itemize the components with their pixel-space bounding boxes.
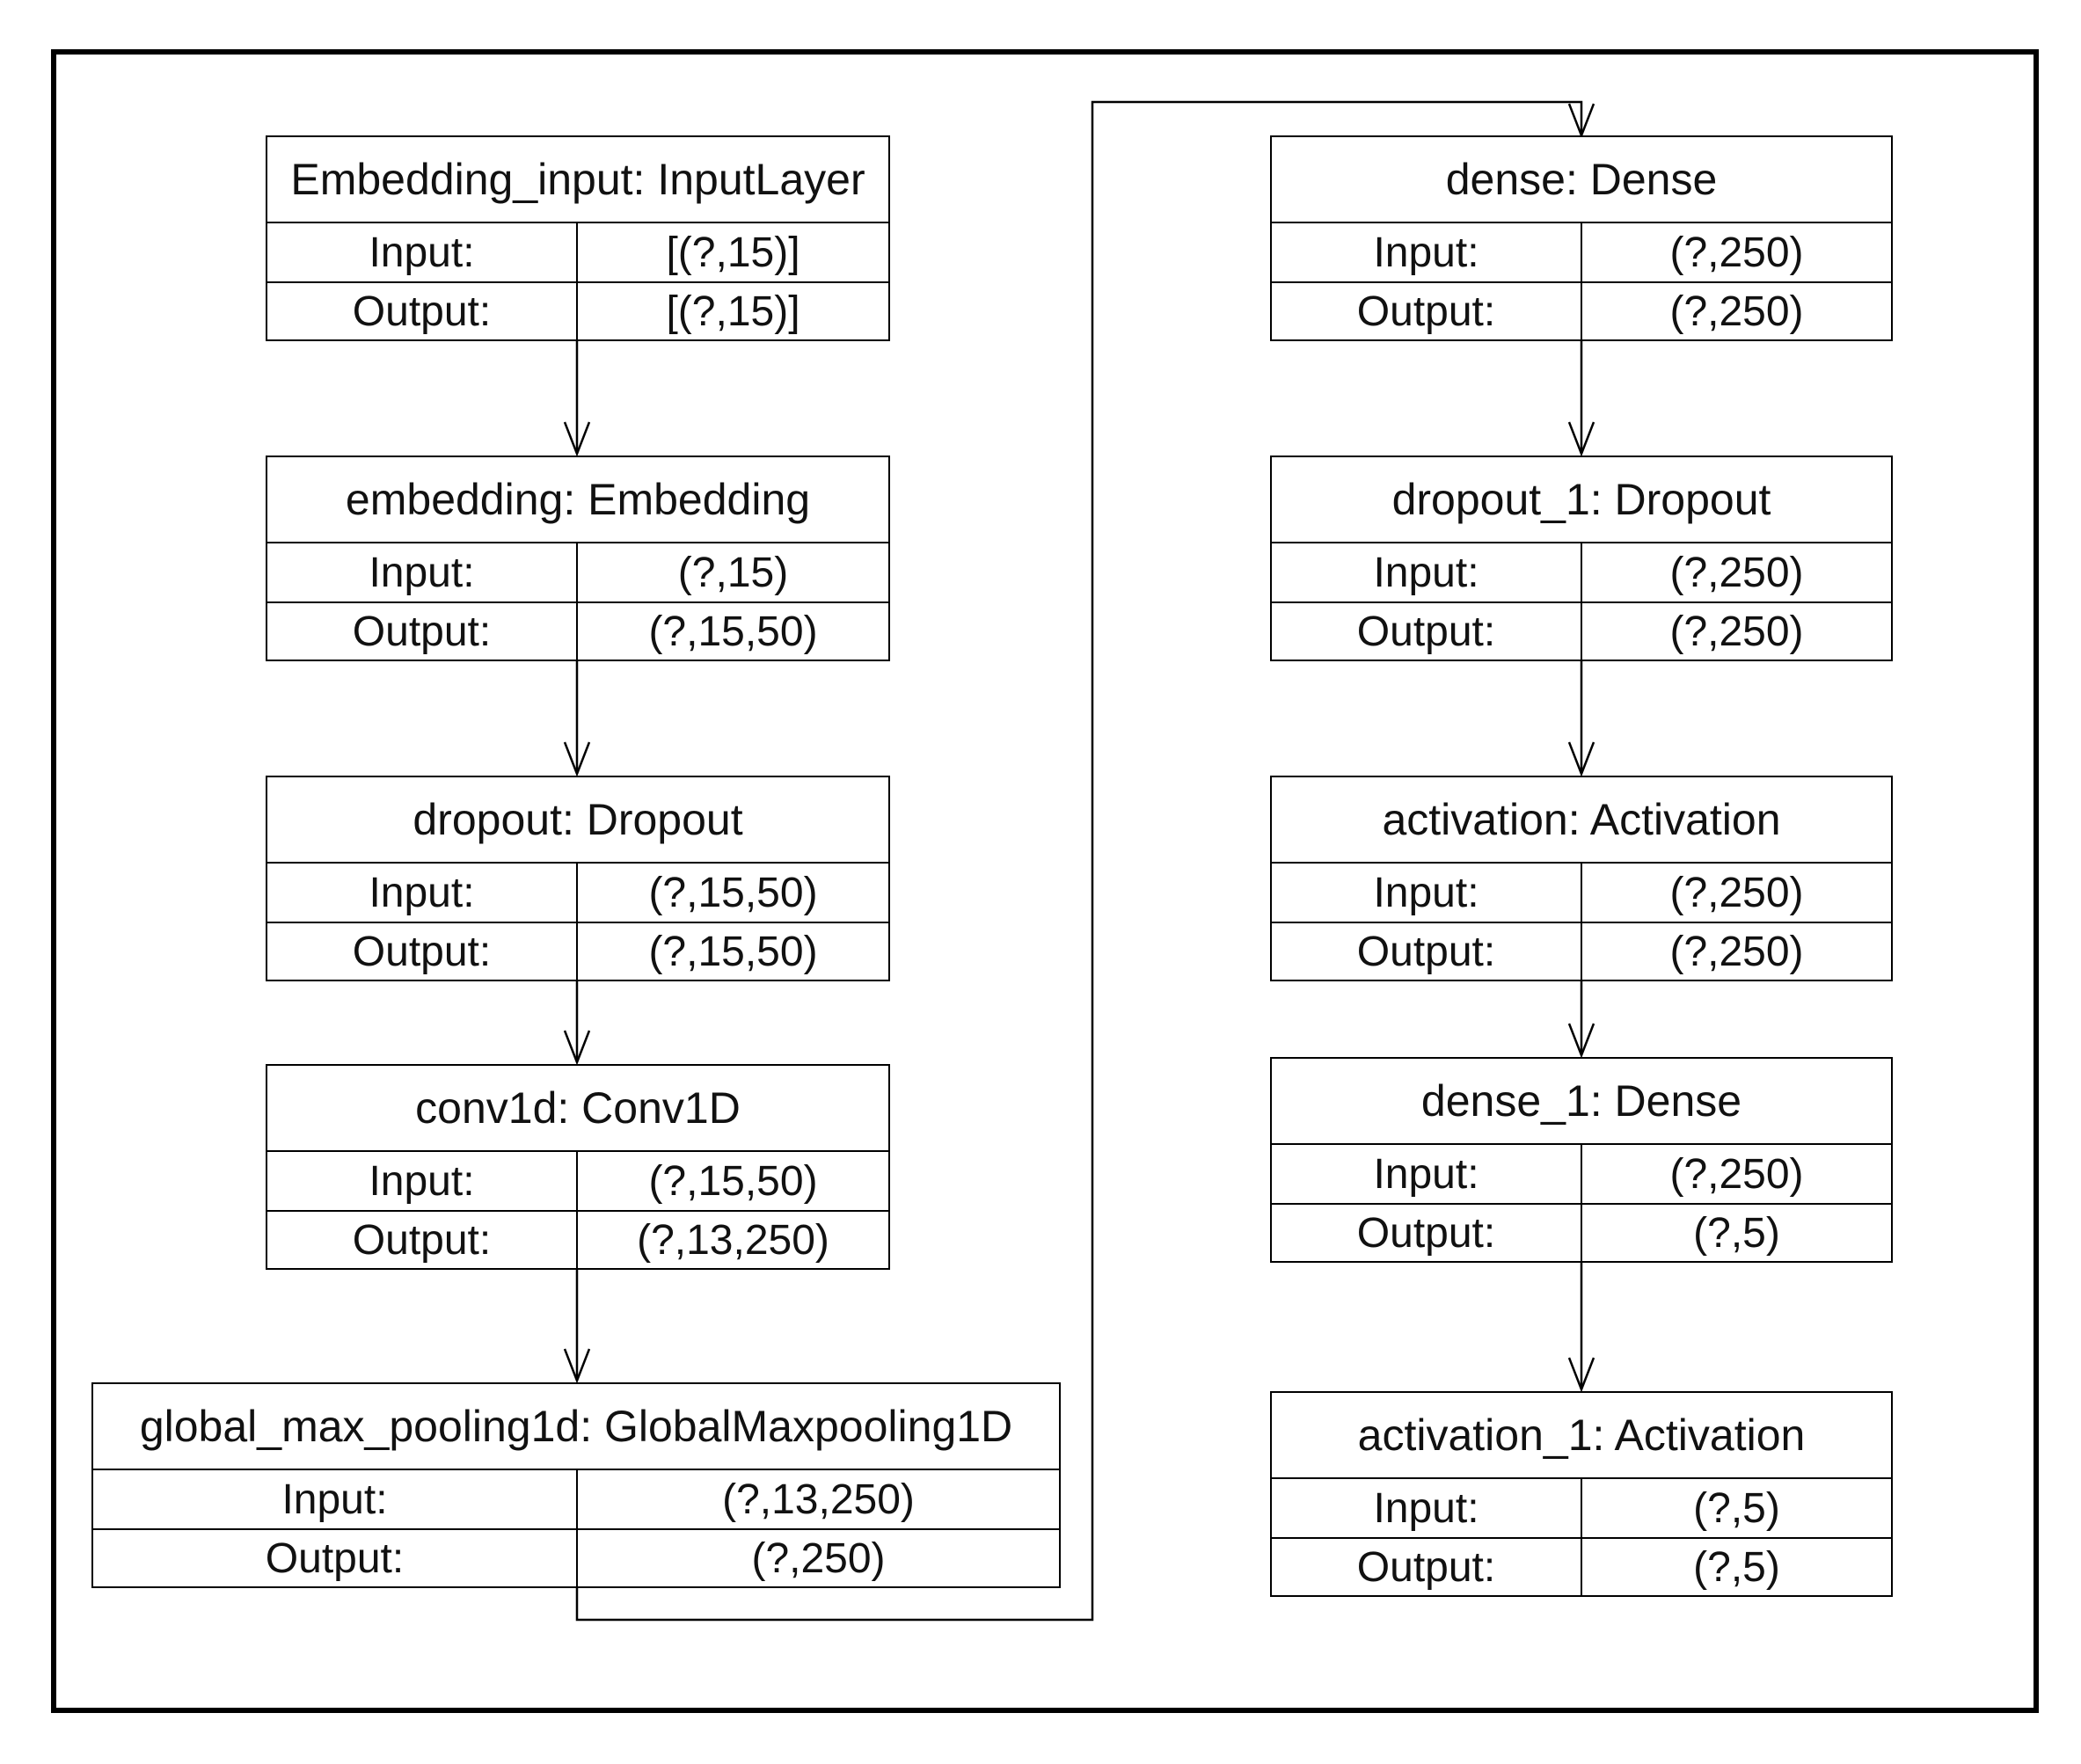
output-row: Output: (?,5) xyxy=(1272,1203,1891,1261)
input-row: Input: (?,15,50) xyxy=(267,864,888,922)
input-shape: (?,15,50) xyxy=(648,1157,818,1205)
output-row: Output: (?,13,250) xyxy=(267,1210,888,1268)
input-row: Input: (?,13,250) xyxy=(93,1470,1059,1528)
layer-dropout-1: dropout_1: Dropout Input: (?,250) Output… xyxy=(1270,456,1893,661)
input-label: Input: xyxy=(93,1470,578,1528)
input-row: Input: (?,15,50) xyxy=(267,1152,888,1210)
output-shape: (?,250) xyxy=(1669,288,1804,335)
connector-bridge xyxy=(575,100,1583,1622)
layer-activation: activation: Activation Input: (?,250) Ou… xyxy=(1270,776,1893,981)
input-shape: (?,13,250) xyxy=(722,1476,915,1523)
layer-embedding-input: Embedding_input: InputLayer Input: [(?,1… xyxy=(266,135,890,341)
input-label: Input: xyxy=(267,223,578,281)
input-shape: (?,250) xyxy=(1669,549,1804,596)
layer-title: global_max_pooling1d: GlobalMaxpooling1D xyxy=(93,1384,1059,1470)
layer-dropout: dropout: Dropout Input: (?,15,50) Output… xyxy=(266,776,890,981)
input-row: Input: (?,5) xyxy=(1272,1479,1891,1537)
layer-title: dense: Dense xyxy=(1272,137,1891,223)
input-shape: (?,5) xyxy=(1693,1484,1780,1532)
layer-title: dense_1: Dense xyxy=(1272,1059,1891,1145)
input-shape: [(?,15)] xyxy=(666,229,800,276)
output-label: Output: xyxy=(1272,283,1582,339)
input-label: Input: xyxy=(1272,543,1582,601)
input-shape: (?,250) xyxy=(1669,229,1804,276)
input-row: Input: (?,250) xyxy=(1272,864,1891,922)
layer-title: dropout_1: Dropout xyxy=(1272,457,1891,543)
input-shape: (?,250) xyxy=(1669,869,1804,916)
output-label: Output: xyxy=(1272,603,1582,660)
output-label: Output: xyxy=(267,283,578,339)
diagram-frame xyxy=(51,49,2039,1713)
connector-arrowhead xyxy=(1567,1357,1595,1393)
connector-arrowhead xyxy=(563,1030,591,1066)
input-label: Input: xyxy=(1272,864,1582,922)
connector-arrowhead xyxy=(1567,741,1595,777)
layer-title: activation_1: Activation xyxy=(1272,1393,1891,1479)
input-label: Input: xyxy=(267,543,578,601)
output-label: Output: xyxy=(267,923,578,980)
output-shape: (?,250) xyxy=(1669,608,1804,655)
layer-title: conv1d: Conv1D xyxy=(267,1066,888,1152)
input-label: Input: xyxy=(267,1152,578,1210)
output-shape: (?,250) xyxy=(751,1534,886,1582)
output-row: Output: (?,250) xyxy=(1272,281,1891,339)
input-label: Input: xyxy=(1272,223,1582,281)
connector-arrowhead xyxy=(1567,1023,1595,1059)
input-shape: (?,250) xyxy=(1669,1150,1804,1198)
connector-arrowhead xyxy=(1567,421,1595,457)
output-shape: (?,15,50) xyxy=(648,928,818,975)
input-shape: (?,15) xyxy=(677,549,789,596)
output-row: Output: (?,250) xyxy=(1272,601,1891,660)
output-shape: (?,13,250) xyxy=(637,1216,829,1264)
layer-embedding: embedding: Embedding Input: (?,15) Outpu… xyxy=(266,456,890,661)
input-row: Input: [(?,15)] xyxy=(267,223,888,281)
connector-arrowhead xyxy=(563,741,591,777)
output-label: Output: xyxy=(1272,1539,1582,1595)
layer-title: Embedding_input: InputLayer xyxy=(267,137,888,223)
layer-dense-1: dense_1: Dense Input: (?,250) Output: (?… xyxy=(1270,1057,1893,1263)
output-shape: (?,5) xyxy=(1693,1543,1780,1591)
layer-title: embedding: Embedding xyxy=(267,457,888,543)
input-row: Input: (?,250) xyxy=(1272,543,1891,601)
input-label: Input: xyxy=(1272,1145,1582,1203)
output-row: Output: (?,250) xyxy=(1272,922,1891,980)
output-shape: (?,15,50) xyxy=(648,608,818,655)
input-row: Input: (?,15) xyxy=(267,543,888,601)
output-shape: [(?,15)] xyxy=(666,288,800,335)
layer-title: activation: Activation xyxy=(1272,777,1891,864)
output-label: Output: xyxy=(267,603,578,660)
output-row: Output: (?,250) xyxy=(93,1528,1059,1586)
input-label: Input: xyxy=(1272,1479,1582,1537)
output-label: Output: xyxy=(267,1212,578,1268)
output-shape: (?,5) xyxy=(1693,1209,1780,1257)
input-label: Input: xyxy=(267,864,578,922)
output-label: Output: xyxy=(1272,923,1582,980)
output-row: Output: (?,15,50) xyxy=(267,601,888,660)
layer-activation-1: activation_1: Activation Input: (?,5) Ou… xyxy=(1270,1391,1893,1597)
layer-title: dropout: Dropout xyxy=(267,777,888,864)
output-row: Output: (?,5) xyxy=(1272,1537,1891,1595)
connector-arrowhead xyxy=(563,421,591,457)
layer-global-max-pooling1d: global_max_pooling1d: GlobalMaxpooling1D… xyxy=(91,1382,1061,1588)
output-shape: (?,250) xyxy=(1669,928,1804,975)
output-row: Output: (?,15,50) xyxy=(267,922,888,980)
input-row: Input: (?,250) xyxy=(1272,223,1891,281)
output-row: Output: [(?,15)] xyxy=(267,281,888,339)
connector-arrowhead xyxy=(563,1348,591,1384)
output-label: Output: xyxy=(1272,1205,1582,1261)
output-label: Output: xyxy=(93,1530,578,1586)
input-shape: (?,15,50) xyxy=(648,869,818,916)
layer-dense: dense: Dense Input: (?,250) Output: (?,2… xyxy=(1270,135,1893,341)
input-row: Input: (?,250) xyxy=(1272,1145,1891,1203)
layer-conv1d: conv1d: Conv1D Input: (?,15,50) Output: … xyxy=(266,1064,890,1270)
